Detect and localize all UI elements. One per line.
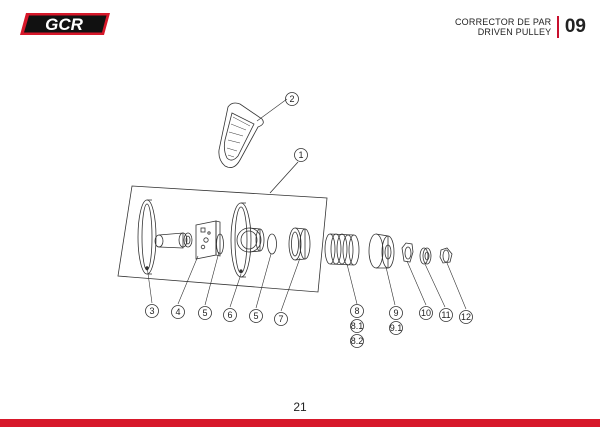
section-header: CORRECTOR DE PAR DRIVEN PULLEY 09 [455, 12, 586, 42]
clutch-cup [368, 233, 395, 269]
callout-10: 10 [421, 308, 431, 318]
callout-9-1: 9.1 [390, 323, 403, 333]
page-number: 21 [293, 400, 307, 414]
callout-6: 6 [227, 310, 232, 320]
svg-text:GCR: GCR [45, 15, 84, 34]
cap-nut [439, 247, 453, 264]
callout-11: 11 [441, 310, 450, 320]
callout-9: 9 [393, 308, 398, 318]
callout-5: 5 [202, 308, 207, 318]
callout-circles [145, 92, 473, 348]
callout-12: 12 [461, 312, 471, 322]
o-ring-part [216, 233, 224, 255]
callout-5-second: 5 [253, 311, 258, 321]
belt-part [218, 102, 264, 168]
callout-8-2: 8.2 [351, 336, 364, 346]
section-number: 09 [564, 16, 586, 37]
movable-pulley-half [230, 202, 265, 278]
assembly-outline [117, 185, 328, 293]
footer-accent-bar [0, 419, 600, 427]
callout-2: 2 [289, 94, 294, 104]
callout-8-1: 8.1 [351, 321, 364, 331]
callout-1: 1 [298, 150, 303, 160]
header-divider [557, 16, 559, 38]
o-ring-part-2 [267, 233, 277, 255]
compression-spring [324, 233, 360, 266]
leader-lines [146, 98, 467, 312]
title-spanish: CORRECTOR DE PAR [454, 17, 552, 27]
callout-4: 4 [175, 307, 180, 317]
callout-8: 8 [354, 306, 359, 316]
nut-part [401, 242, 414, 263]
fixed-pulley-half [137, 199, 193, 275]
seal-collar [288, 227, 311, 261]
callout-3: 3 [149, 306, 154, 316]
callout-7: 7 [278, 314, 283, 324]
title-english: DRIVEN PULLEY [477, 27, 552, 37]
guide-plate [195, 220, 221, 260]
washer-part [419, 247, 432, 265]
gcr-logo: GCR [20, 13, 110, 35]
section-title: CORRECTOR DE PAR DRIVEN PULLEY [455, 17, 551, 37]
